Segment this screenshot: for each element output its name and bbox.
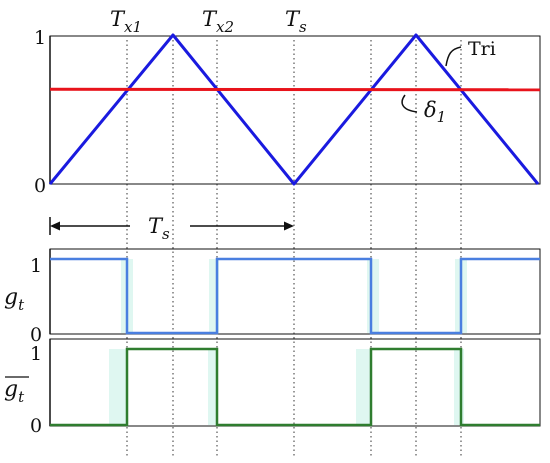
panel2-ytick-1: 1 bbox=[30, 255, 42, 277]
arrowhead-right bbox=[284, 221, 294, 231]
panel1-ytick-1: 1 bbox=[34, 27, 46, 49]
panel3-ytick-1: 1 bbox=[30, 343, 42, 365]
arrowhead-left bbox=[50, 221, 60, 231]
label-ts-top: Ts bbox=[285, 7, 307, 36]
deadtime-shading-gtbar bbox=[109, 349, 464, 425]
period-indicator: Ts bbox=[49, 214, 294, 243]
gate-complement-signal bbox=[50, 347, 540, 427]
label-tx1: Tx1 bbox=[110, 7, 142, 36]
delta-leader bbox=[401, 94, 418, 113]
panel2-ylabel: gt bbox=[4, 285, 25, 314]
period-label: Ts bbox=[148, 214, 170, 243]
panel1-ytick-0: 0 bbox=[34, 175, 46, 197]
label-tx2: Tx2 bbox=[202, 7, 234, 36]
tri-label: Tri bbox=[468, 38, 496, 60]
delta-label: δ1 bbox=[424, 98, 446, 126]
panel3-ylabel: gt bbox=[4, 377, 25, 406]
delta-reference bbox=[49, 87, 541, 92]
triangle-carrier bbox=[48, 33, 540, 186]
panel2-ytick-0: 0 bbox=[30, 324, 42, 346]
panel1-frame bbox=[49, 35, 541, 185]
panel-carrier: 1 0 Tri δ1 bbox=[34, 27, 541, 197]
tri-leader bbox=[445, 46, 462, 67]
panel-gt: 1 0 gt bbox=[4, 248, 541, 346]
panel-gt-bar: 1 0 gt bbox=[4, 338, 541, 437]
gate-signal bbox=[50, 257, 540, 335]
panel3-ytick-0: 0 bbox=[30, 415, 42, 437]
